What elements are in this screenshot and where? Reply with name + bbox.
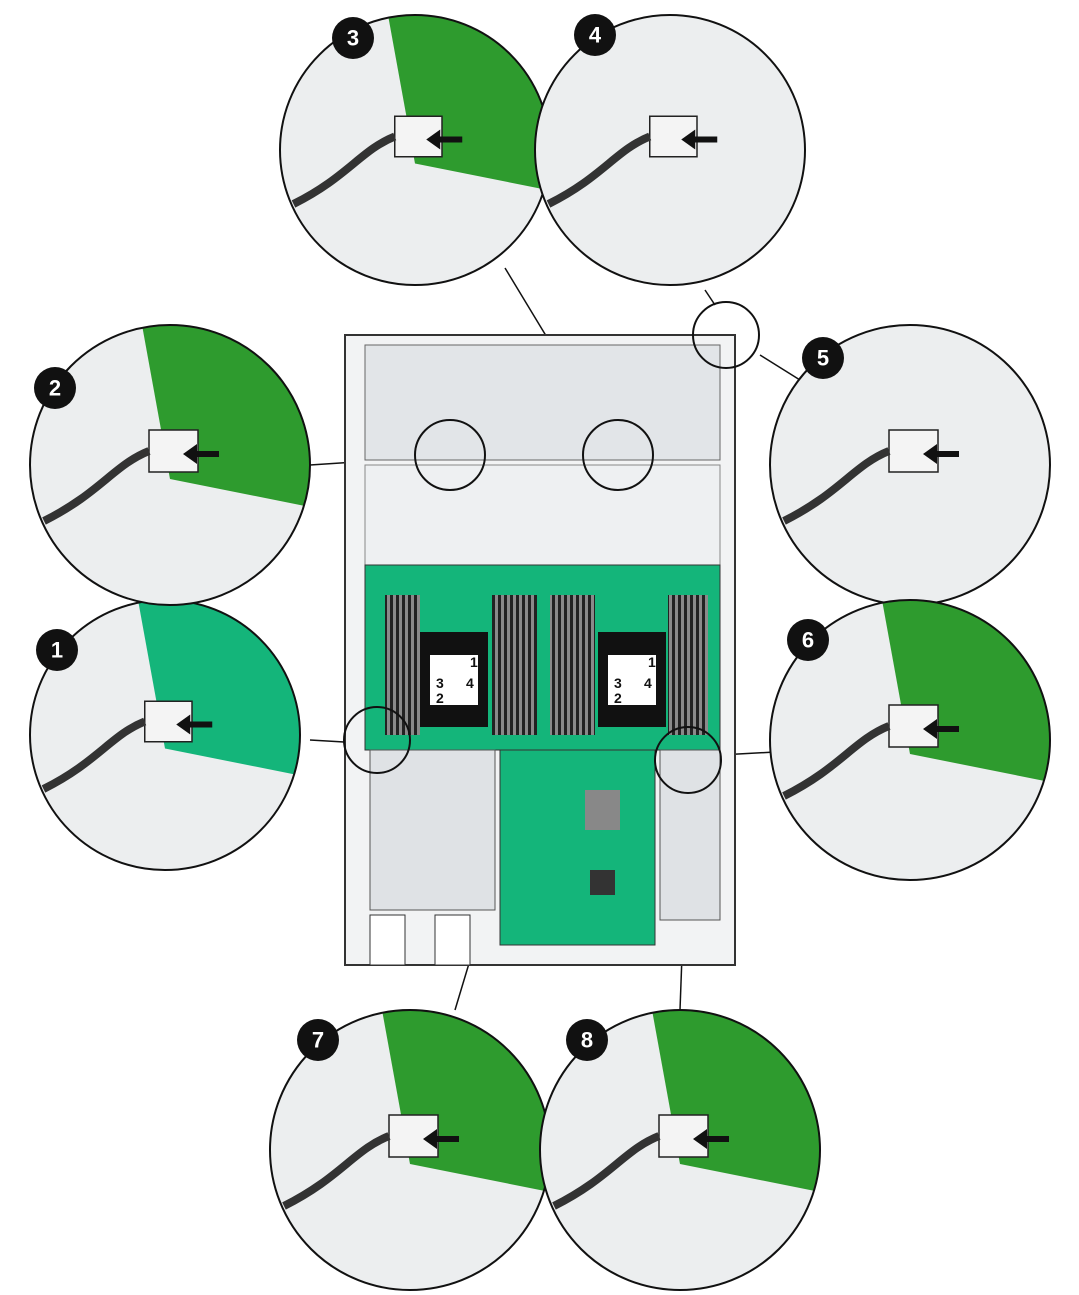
callout-number: 8	[581, 1028, 593, 1053]
heatsink-order-label: 4	[644, 675, 652, 691]
heatsink-order-label: 2	[436, 690, 444, 706]
arrow-icon	[423, 1129, 459, 1149]
server-chassis	[344, 334, 736, 966]
cable	[282, 1132, 391, 1210]
cable	[782, 722, 891, 800]
callout-badge-8: 8	[566, 1019, 608, 1061]
callout-number: 7	[312, 1028, 324, 1053]
callout-number: 4	[589, 23, 602, 48]
heatsink-order-label: 3	[614, 675, 622, 691]
callout-badge-3: 3	[332, 17, 374, 59]
arrow-icon	[923, 719, 959, 739]
heatsink-order-label: 1	[470, 654, 478, 670]
arrow-icon	[681, 129, 718, 150]
callout-badge-7: 7	[297, 1019, 339, 1061]
motherboard-lower	[499, 749, 656, 946]
cable	[546, 132, 652, 208]
heatsink-order-label: 4	[466, 675, 474, 691]
detail-ring-4-5	[692, 301, 760, 369]
detail-ring-2	[414, 419, 486, 491]
callout-number: 2	[49, 376, 61, 401]
callout-badge-4: 4	[574, 14, 616, 56]
arrow-icon	[923, 444, 959, 464]
callout-badge-6: 6	[787, 619, 829, 661]
detail-view-4	[534, 14, 806, 286]
detail-view-7	[269, 1009, 551, 1291]
detail-view-3	[279, 14, 551, 286]
arrow-icon	[426, 129, 463, 150]
detail-view-8	[539, 1009, 821, 1291]
cable	[41, 717, 147, 793]
callout-badge-2: 2	[34, 367, 76, 409]
arrow-icon	[693, 1129, 729, 1149]
detail-ring-1	[343, 706, 411, 774]
arrow-icon	[176, 714, 213, 735]
arrow-icon	[183, 444, 219, 464]
cable	[291, 132, 397, 208]
detail-view-2	[29, 324, 311, 606]
detail-circles	[343, 301, 760, 794]
heatsink-order-label: 2	[614, 690, 622, 706]
detail-ring-6-8	[654, 726, 722, 794]
callout-badge-1: 1	[36, 629, 78, 671]
callout-number: 1	[51, 638, 63, 663]
cable	[782, 447, 891, 525]
cable	[552, 1132, 661, 1210]
callout-number: 5	[817, 346, 829, 371]
cable	[42, 447, 151, 525]
heatsink-order-label: 3	[436, 675, 444, 691]
callout-badge-5: 5	[802, 337, 844, 379]
callout-number: 6	[802, 628, 814, 653]
detail-ring-3-7	[582, 419, 654, 491]
callout-number: 3	[347, 26, 359, 51]
heatsink-order-label: 1	[648, 654, 656, 670]
